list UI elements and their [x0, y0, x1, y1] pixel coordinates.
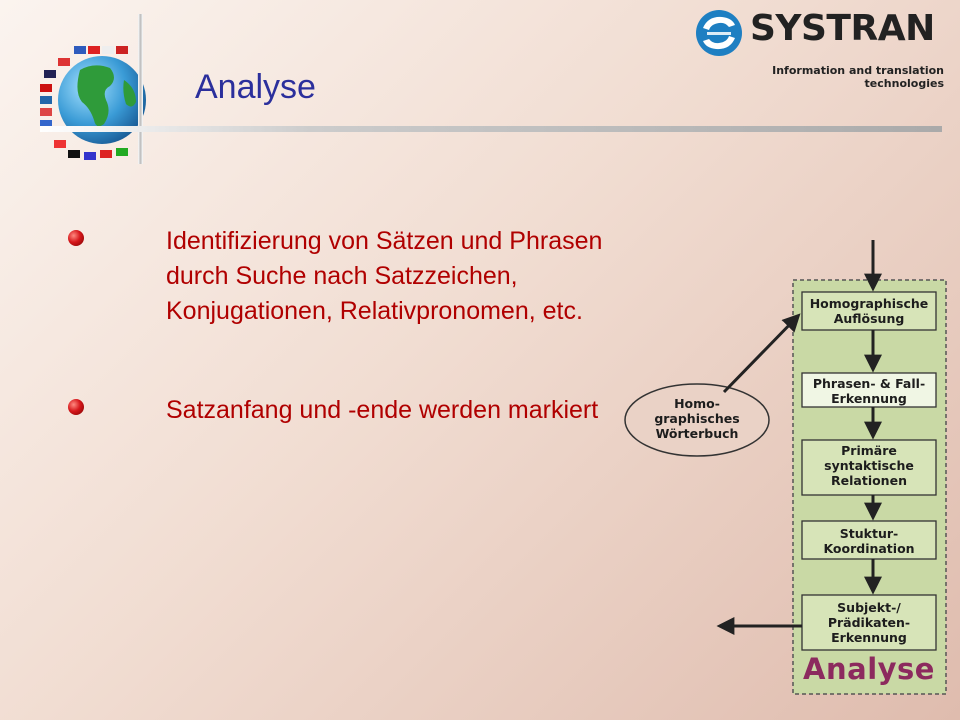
systran-wordmark: SYSTRAN — [750, 8, 935, 49]
header-horizontal-rule — [40, 126, 942, 132]
step-label: Primäre syntaktische Relationen — [824, 443, 914, 488]
step-label: Subjekt-/ Prädikaten-Erkennung — [827, 600, 911, 645]
dictionary-ellipse — [624, 383, 770, 457]
step-box — [801, 520, 937, 560]
globe-flags-icon — [40, 46, 146, 160]
systran-logo: SYSTRAN Information and translation tech… — [694, 6, 944, 90]
step-label: Phrasen- & Fall-Erkennung — [812, 376, 926, 406]
slide-title: Analyse — [195, 68, 316, 106]
arrow-dictionary — [722, 313, 801, 394]
step-box — [801, 594, 937, 651]
bullet-marker — [68, 399, 84, 415]
header-vertical-rule — [138, 14, 143, 164]
step-box — [801, 291, 937, 331]
bullet-text: Satzanfang und -ende werden markiert — [166, 396, 599, 424]
step-label: Homographische Auflösung — [809, 296, 929, 326]
bullet-marker — [68, 230, 84, 246]
step-label: Stuktur-Koordination — [823, 526, 915, 556]
systran-swirl-icon — [696, 10, 742, 56]
step-box — [801, 439, 937, 496]
bullet-text: Identifizierung von Sätzen und Phrasen d… — [166, 227, 603, 325]
logo-tagline: Information and translation technologies — [772, 64, 944, 90]
step-box — [801, 372, 937, 408]
dictionary-label: Homo-graphisches Wörterbuch — [654, 396, 740, 441]
panel-title: Analyse — [803, 652, 935, 686]
